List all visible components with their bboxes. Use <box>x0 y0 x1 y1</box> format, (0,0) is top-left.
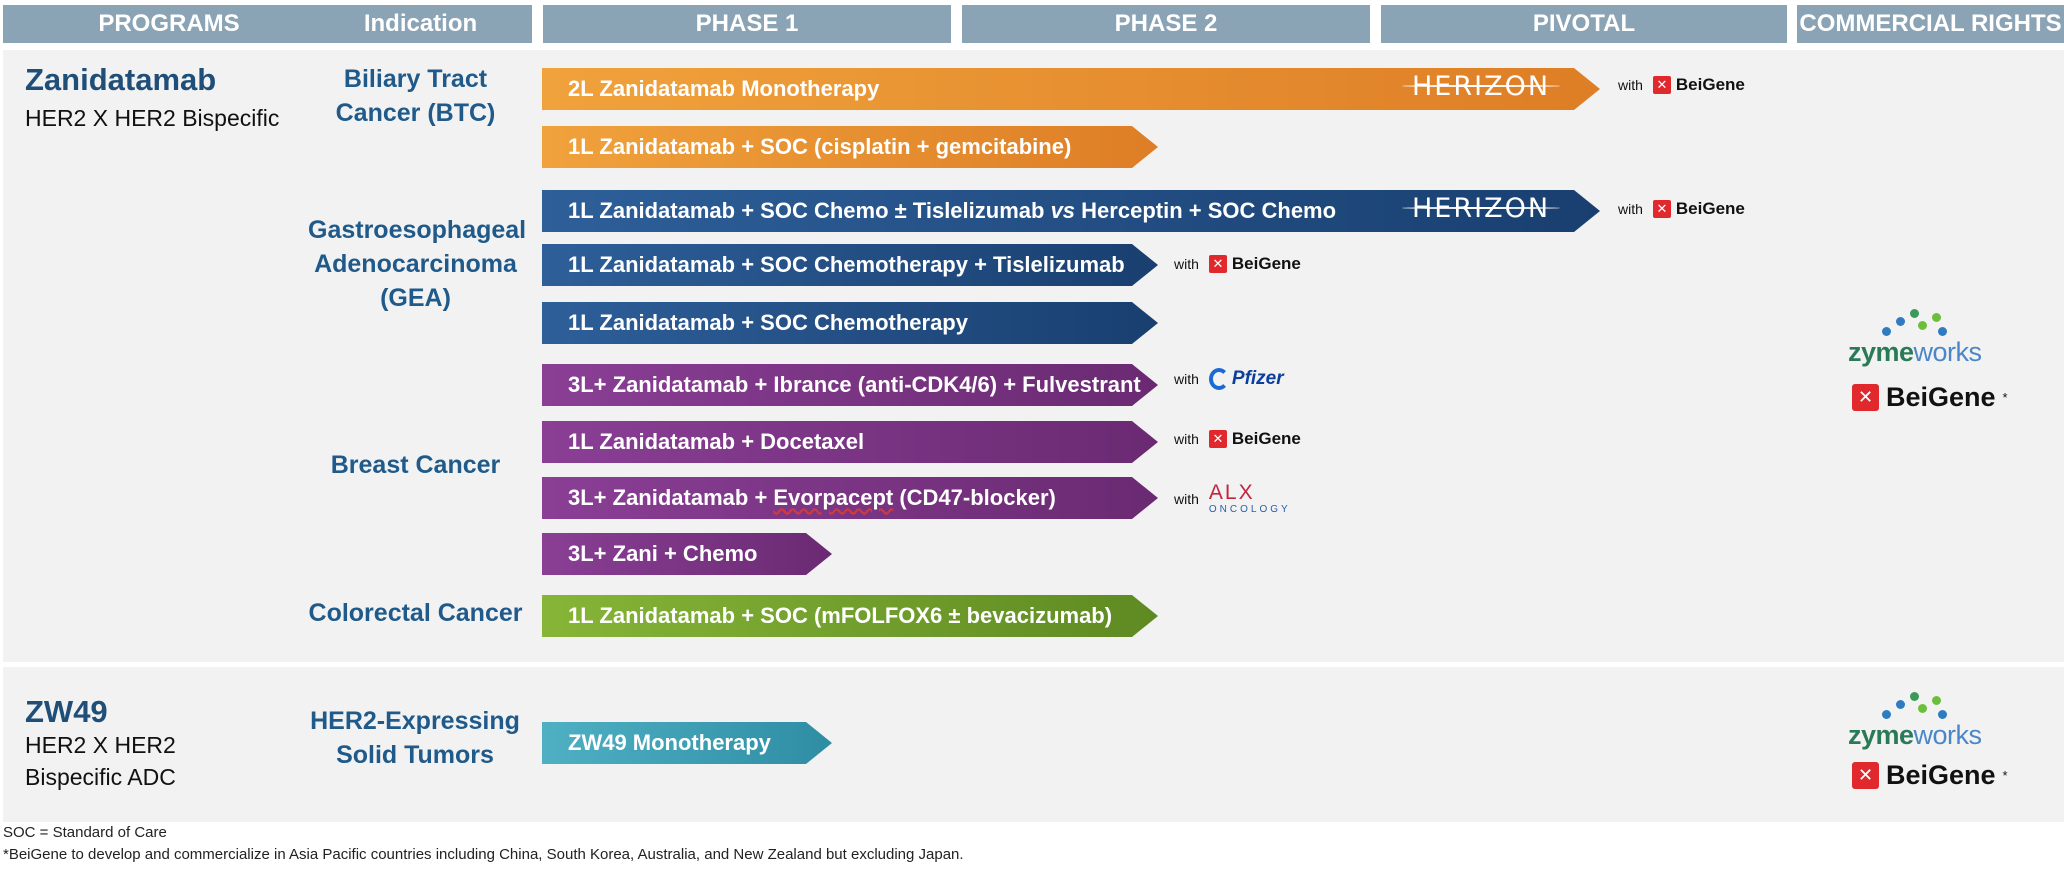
beigene-logo-text: BeiGene <box>1675 75 1745 94</box>
trial-label: 1L Zanidatamab + SOC Chemotherapy <box>568 310 968 335</box>
with-label: with <box>1174 490 1199 507</box>
trial-label: 1L Zanidatamab + SOC (cisplatin + gemcit… <box>568 134 1072 159</box>
beigene-mark-icon: ✕ <box>1852 384 1879 411</box>
trial-arrow-breast-docetaxel: 1L Zanidatamab + Docetaxel <box>542 421 1158 463</box>
trial-label-post: Herceptin + SOC Chemo <box>1075 198 1337 223</box>
trial-label: 2L Zanidatamab Monotherapy <box>568 76 880 101</box>
trial-label: 3L+ Zani + Chemo <box>568 541 758 566</box>
beigene-logo-text: BeiGene <box>1675 199 1745 218</box>
partner-beigene-gea-pivotal: with ✕BeiGene <box>1618 199 1745 219</box>
trial-label-evorpacept: Evorpacept <box>773 485 894 510</box>
trial-arrow-btc-1l-soc: 1L Zanidatamab + SOC (cisplatin + gemcit… <box>542 126 1158 168</box>
trial-label: 3L+ Zanidatamab + Ibrance (anti-CDK4/6) … <box>568 372 1141 397</box>
header-phase1: PHASE 1 <box>543 5 951 43</box>
herizon-trial-logo: HERIZON <box>1401 71 1561 102</box>
header-indication: Indication <box>309 5 532 43</box>
trial-arrow-breast-evorpacept: 3L+ Zanidatamab + Evorpacept (CD47-block… <box>542 477 1158 519</box>
zymeworks-logo: zymeworks <box>1848 690 1982 751</box>
beigene-rights-logo: ✕ BeiGene * <box>1852 760 2008 791</box>
partner-alx-oncology: with ALX ONCOLOGY <box>1174 482 1291 515</box>
beigene-logo: ✕BeiGene <box>1208 254 1301 274</box>
partner-pfizer: with Pfizer <box>1174 368 1284 390</box>
header-pivotal: PIVOTAL <box>1381 5 1787 43</box>
partner-beigene-breast: with ✕BeiGene <box>1174 429 1301 449</box>
trial-label: 1L Zanidatamab + Docetaxel <box>568 429 865 454</box>
herizon-trial-logo: HERIZON <box>1401 193 1561 224</box>
zw49-panel <box>3 667 2064 822</box>
beigene-mark-icon: ✕ <box>1208 255 1227 273</box>
header-commercial-rights: COMMERCIAL RIGHTS <box>1797 5 2064 43</box>
beigene-logo: ✕BeiGene <box>1652 199 1745 219</box>
pfizer-logo-text: Pfizer <box>1231 368 1284 389</box>
trial-arrow-zw49-mono: ZW49 Monotherapy <box>542 722 832 764</box>
footnote-soc: SOC = Standard of Care <box>3 824 167 841</box>
beigene-logo: ✕BeiGene <box>1652 75 1745 95</box>
trial-label: 1L Zanidatamab + SOC Chemo ± Tislelizuma… <box>568 198 1336 224</box>
zymeworks-dots-icon <box>1880 307 1950 337</box>
footnote-beigene: *BeiGene to develop and commercialize in… <box>3 846 964 863</box>
trial-label: ZW49 Monotherapy <box>568 730 771 755</box>
trial-label-post: (CD47-blocker) <box>893 485 1056 510</box>
indication-btc: Biliary Tract Cancer (BTC) <box>335 65 496 127</box>
beigene-logo-text: BeiGene <box>1231 429 1301 448</box>
header-programs: PROGRAMS <box>3 5 335 43</box>
program-subtitle-zanidatamab: HER2 X HER2 Bispecific <box>25 105 280 131</box>
zymeworks-dots-icon <box>1880 690 1950 720</box>
indication-gea: Gastroesophageal Adenocarcinoma (GEA) <box>308 216 527 312</box>
alx-oncology-logo: ALX ONCOLOGY <box>1209 482 1291 515</box>
trial-label-pre: 1L Zanidatamab + SOC Chemo ± Tislelizuma… <box>568 198 1051 223</box>
zymeworks-logo-text-b: works <box>1913 337 1983 367</box>
trial-arrow-gea-soc-chemo: 1L Zanidatamab + SOC Chemotherapy <box>542 302 1158 344</box>
trial-arrow-breast-ibrance: 3L+ Zanidatamab + Ibrance (anti-CDK4/6) … <box>542 364 1158 406</box>
beigene-rights-text: BeiGene <box>1886 382 1996 412</box>
program-name-zanidatamab: Zanidatamab <box>25 62 217 97</box>
trial-arrow-colorectal: 1L Zanidatamab + SOC (mFOLFOX6 ± bevaciz… <box>542 595 1158 637</box>
indication-breast: Breast Cancer <box>330 451 501 479</box>
with-label: with <box>1174 431 1199 447</box>
beigene-mark-icon: ✕ <box>1652 76 1671 94</box>
trial-label-pre: 3L+ Zanidatamab + <box>568 485 774 510</box>
zymeworks-logo-text-b: works <box>1913 720 1983 750</box>
with-label: with <box>1618 201 1643 217</box>
indication-colorectal: Colorectal Cancer <box>308 599 523 627</box>
partner-beigene-gea-ph2: with ✕BeiGene <box>1174 254 1301 274</box>
beigene-rights-asterisk: * <box>2002 768 2008 783</box>
header-phase2: PHASE 2 <box>962 5 1370 43</box>
program-subtitle-zw49-line1: HER2 X HER2 <box>25 732 176 758</box>
trial-arrow-gea-tislelizumab: 1L Zanidatamab + SOC Chemotherapy + Tisl… <box>542 244 1158 286</box>
with-label: with <box>1174 256 1199 272</box>
zymeworks-logo: zymeworks <box>1848 307 1982 368</box>
beigene-mark-icon: ✕ <box>1852 762 1879 789</box>
trial-arrow-gea-1l-herceptin: 1L Zanidatamab + SOC Chemo ± Tislelizuma… <box>542 190 1600 232</box>
beigene-rights-text: BeiGene <box>1886 760 1996 790</box>
beigene-mark-icon: ✕ <box>1208 430 1227 448</box>
program-name-zw49: ZW49 <box>25 694 108 729</box>
pfizer-logo: Pfizer <box>1208 368 1284 390</box>
alx-logo-text: ALX <box>1208 481 1255 504</box>
zymeworks-logo-text-a: zyme <box>1848 337 1914 367</box>
beigene-rights-logo: ✕ BeiGene * <box>1852 382 2008 413</box>
program-subtitle-zw49-line2: Bispecific ADC <box>25 764 176 790</box>
beigene-logo-text: BeiGene <box>1231 254 1301 273</box>
oncology-logo-text: ONCOLOGY <box>1208 504 1291 515</box>
zymeworks-logo-text-a: zyme <box>1848 720 1914 750</box>
indication-her2-solid-tumors: HER2-Expressing Solid Tumors <box>310 707 520 769</box>
beigene-rights-asterisk: * <box>2002 390 2008 405</box>
trial-label: 1L Zanidatamab + SOC Chemotherapy + Tisl… <box>568 252 1125 277</box>
trial-label: 3L+ Zanidatamab + Evorpacept (CD47-block… <box>568 485 1056 511</box>
trial-arrow-breast-zani-chemo: 3L+ Zani + Chemo <box>542 533 832 575</box>
trial-label: 1L Zanidatamab + SOC (mFOLFOX6 ± bevaciz… <box>568 603 1113 628</box>
trial-label-vs: vs <box>1050 198 1076 223</box>
pfizer-swoosh-icon <box>1208 368 1229 390</box>
partner-beigene-btc: with ✕BeiGene <box>1618 75 1745 95</box>
with-label: with <box>1618 77 1643 93</box>
beigene-logo: ✕BeiGene <box>1208 429 1301 449</box>
with-label: with <box>1174 371 1199 387</box>
beigene-mark-icon: ✕ <box>1652 200 1671 218</box>
